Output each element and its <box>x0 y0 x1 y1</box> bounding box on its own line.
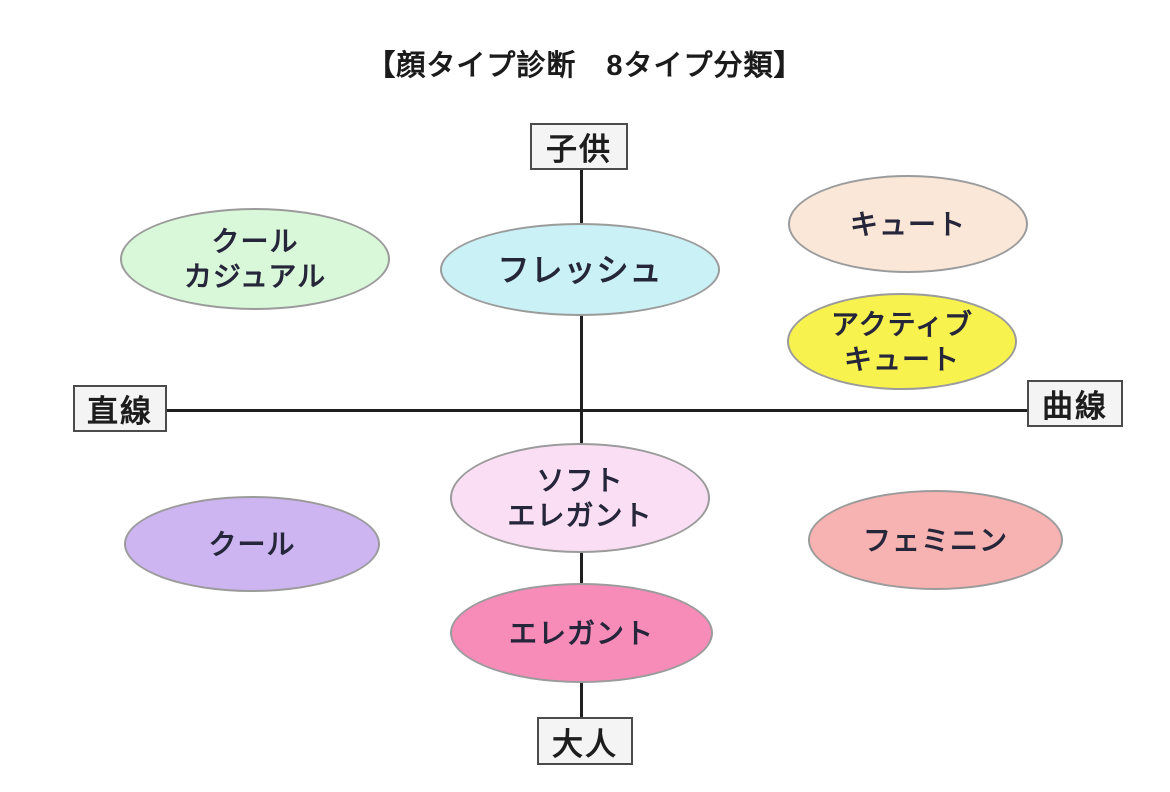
type-ellipse-cool-casual: クール カジュアル <box>120 208 390 310</box>
diagram-title: 【顔タイプ診断 8タイプ分類】 <box>366 50 804 82</box>
type-ellipse-feminine: フェミニン <box>808 490 1063 590</box>
type-ellipse-fresh: フレッシュ <box>440 223 720 316</box>
type-label: キュート <box>843 343 960 375</box>
horizontal-axis-line <box>167 409 1027 412</box>
type-label: クール <box>211 226 299 257</box>
type-ellipse-cool: クール <box>124 496 380 592</box>
type-label: クール <box>208 528 296 560</box>
axis-label-child: 子供 <box>530 123 628 170</box>
type-label: フェミニン <box>862 524 1008 556</box>
type-label: フレッシュ <box>497 251 663 288</box>
axis-label-straight: 直線 <box>73 385 167 432</box>
type-label: アクティブ <box>831 308 973 340</box>
type-label: カジュアル <box>183 261 327 292</box>
type-ellipse-elegant: エレガント <box>450 583 713 683</box>
type-label: キュート <box>849 208 966 240</box>
type-label: エレガント <box>508 617 654 649</box>
type-ellipse-soft-elegant: ソフト エレガント <box>450 443 710 553</box>
type-ellipse-active-cute: アクティブ キュート <box>787 293 1017 390</box>
type-ellipse-cute: キュート <box>788 175 1028 273</box>
type-label: ソフト <box>536 465 624 496</box>
type-label: エレガント <box>507 500 653 531</box>
axis-label-curved: 曲線 <box>1027 380 1123 427</box>
axis-label-adult: 大人 <box>537 717 633 765</box>
